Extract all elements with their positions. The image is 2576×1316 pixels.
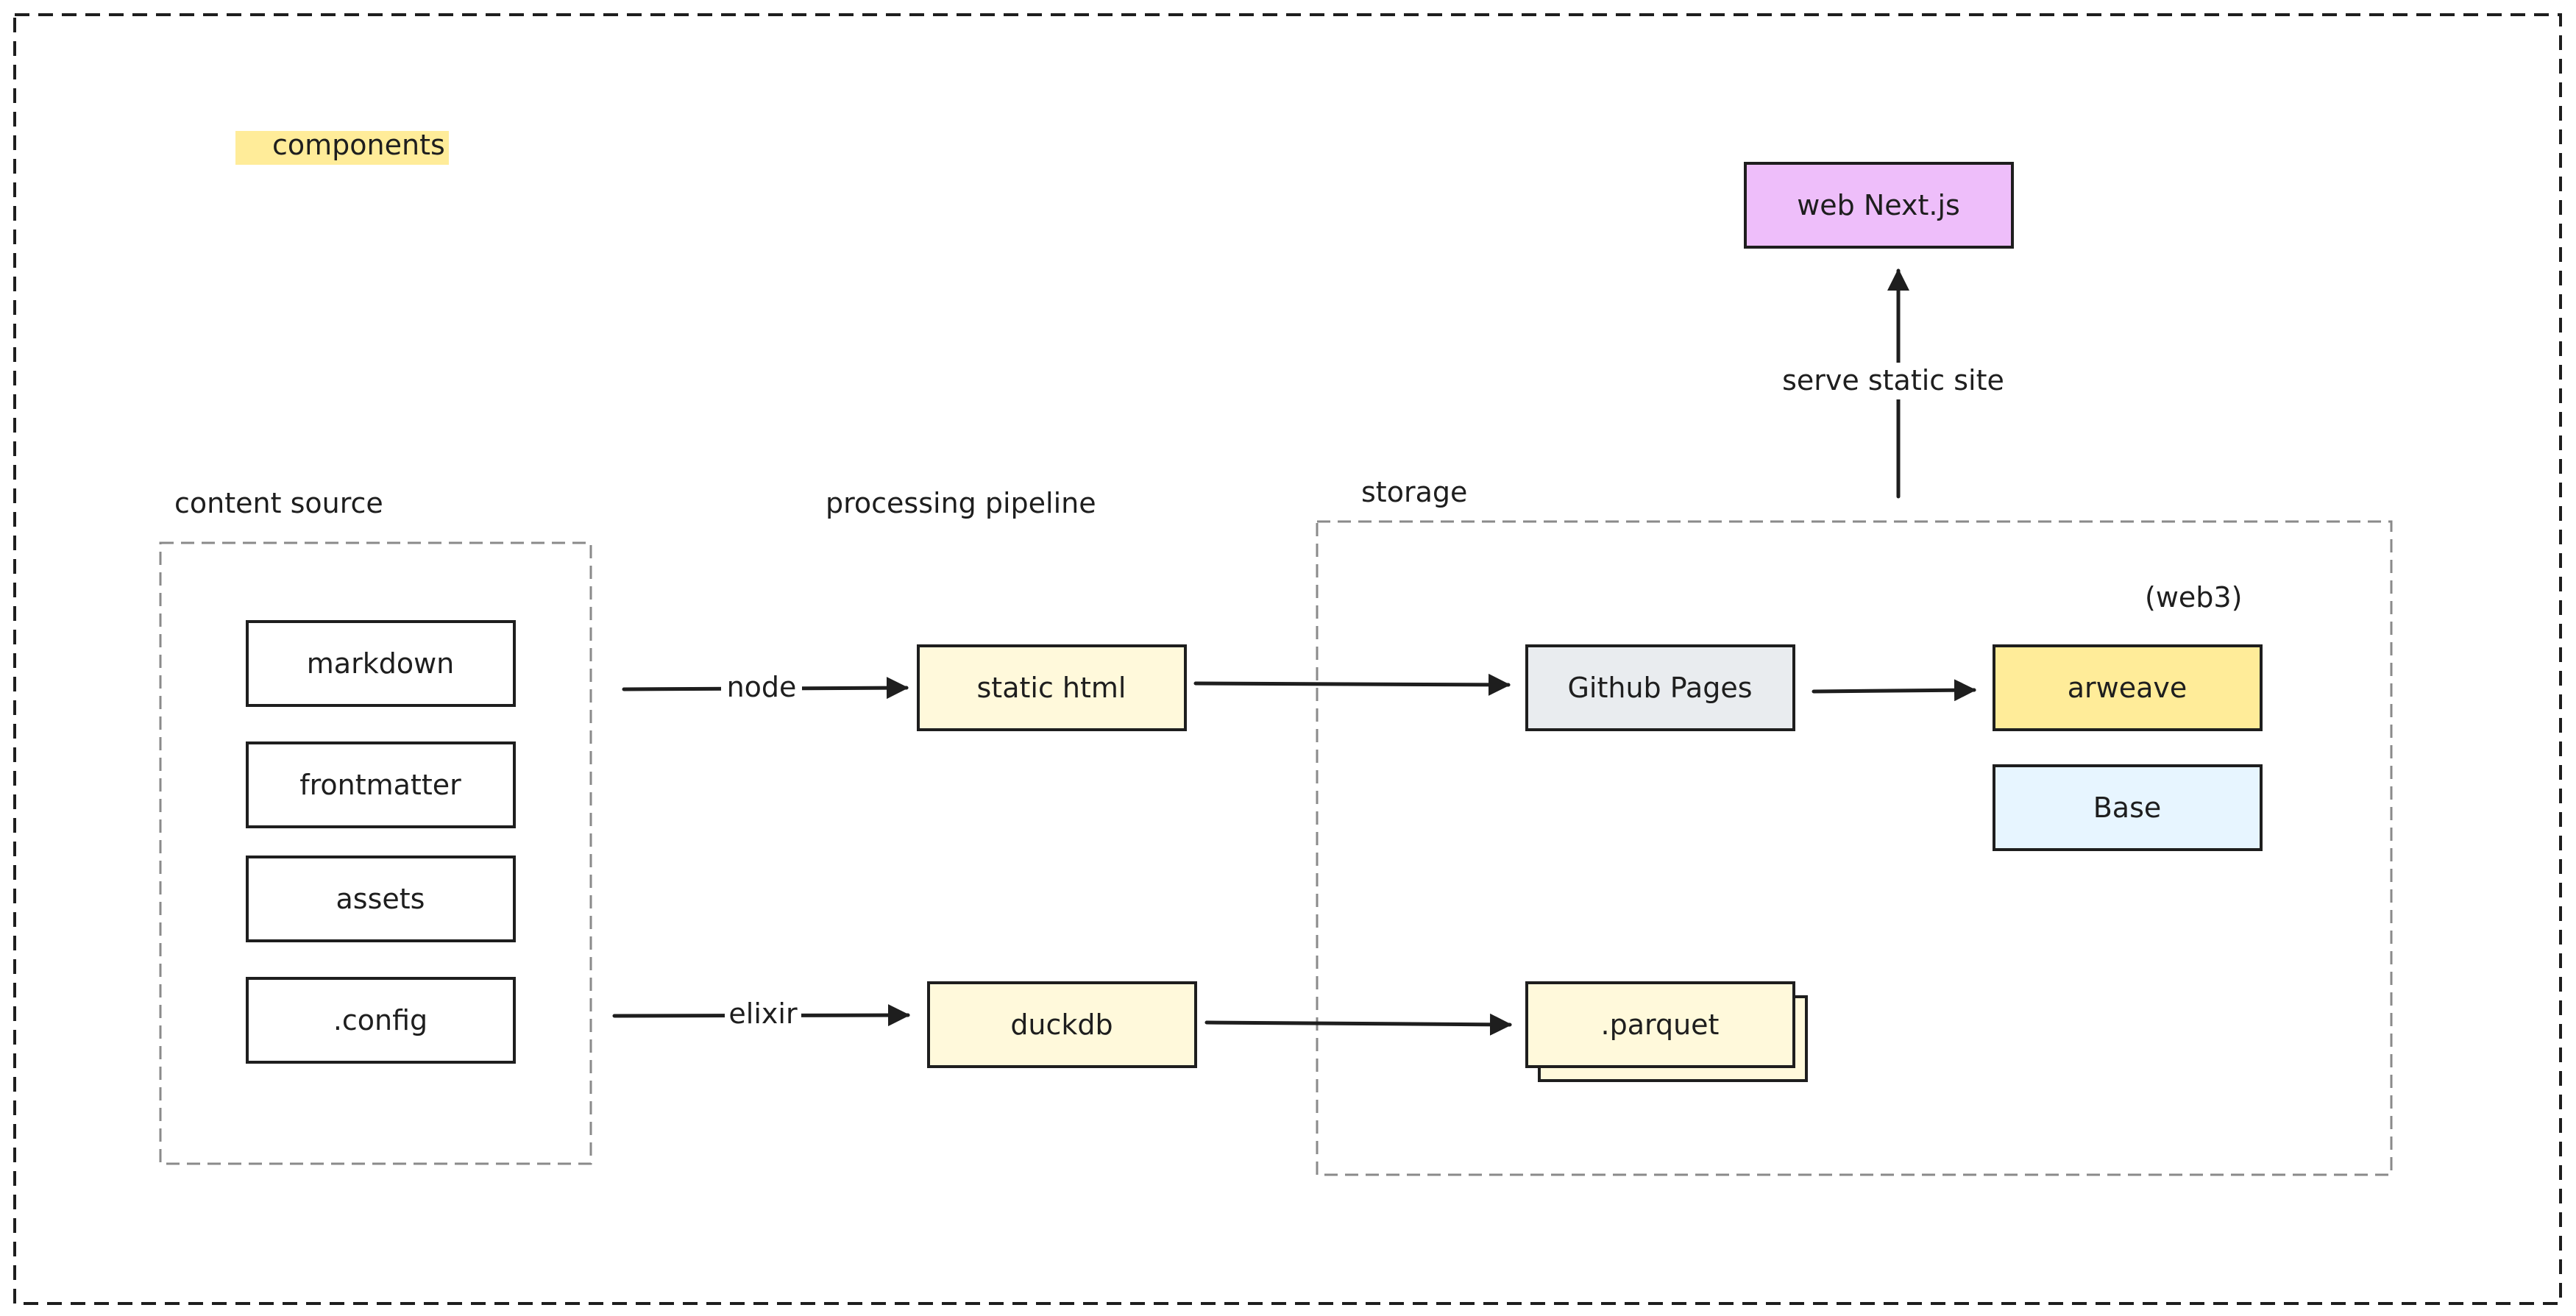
node-parquet-label: .parquet (1601, 1009, 1720, 1041)
node-parquet[interactable]: .parquet (1525, 981, 1808, 1082)
group-content-source (159, 541, 592, 1165)
group-label-processing-pipeline: processing pipeline (826, 487, 1096, 519)
node-config-label: .config (333, 1004, 427, 1036)
edge-node-label: node (727, 671, 797, 703)
legend-label: components (272, 129, 445, 161)
edge-github-to-arweave-arrow (1812, 679, 1976, 702)
node-github-pages[interactable]: Github Pages (1525, 644, 1795, 731)
edge-serve-static-site-label-bg (1762, 363, 2023, 399)
node-github-pages-label: Github Pages (1567, 672, 1752, 704)
node-frontmatter[interactable]: frontmatter (246, 741, 516, 828)
edge-elixir-label-bg (725, 997, 801, 1030)
edge-duckdb-to-parquet-arrow (1204, 1013, 1512, 1036)
node-arweave-label: arweave (2068, 672, 2188, 704)
node-duckdb-label: duckdb (1010, 1009, 1113, 1041)
edge-serve-static-site-label: serve static site (1782, 364, 2004, 396)
group-label-content-source: content source (174, 487, 383, 519)
legend-swatch (235, 131, 449, 165)
node-web-nextjs-label: web Next.js (1797, 189, 1960, 221)
group-label-web3: (web3) (2145, 581, 2242, 613)
node-static-html-label: static html (977, 672, 1126, 704)
group-storage (1316, 520, 2393, 1176)
node-duckdb[interactable]: duckdb (927, 981, 1197, 1068)
node-markdown[interactable]: markdown (246, 620, 516, 707)
node-base-label: Base (2093, 792, 2162, 824)
node-frontmatter-label: frontmatter (299, 769, 461, 801)
outer-frame (13, 13, 2562, 1305)
edge-html-to-github-arrow (1193, 673, 1511, 696)
node-arweave[interactable]: arweave (1993, 644, 2263, 731)
node-base[interactable]: Base (1993, 764, 2263, 851)
group-label-storage: storage (1361, 476, 1467, 508)
edge-node-label-bg (721, 671, 802, 703)
node-static-html[interactable]: static html (917, 644, 1187, 731)
node-assets-label: assets (336, 883, 425, 915)
node-web-nextjs[interactable]: web Next.js (1744, 162, 2014, 249)
node-markdown-label: markdown (307, 647, 454, 680)
edge-elixir-label: elixir (728, 997, 798, 1030)
node-config[interactable]: .config (246, 977, 516, 1064)
node-assets[interactable]: assets (246, 856, 516, 942)
